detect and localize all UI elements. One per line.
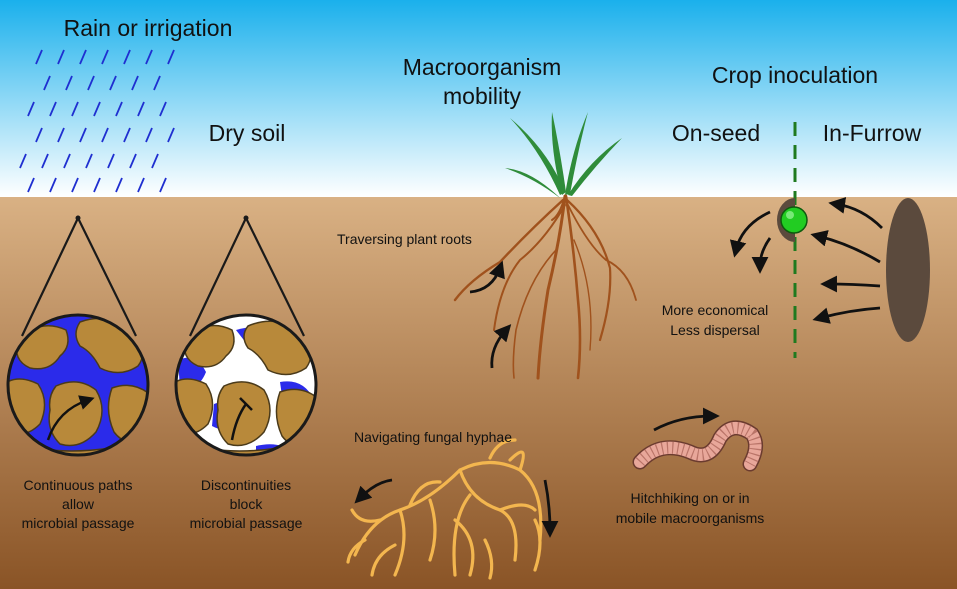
- rain-drop: [129, 153, 137, 169]
- hitchhiking-label-line2: mobile macroorganisms: [616, 510, 765, 526]
- rain-streaks: [19, 49, 175, 193]
- continuous-caption-line1: Continuous paths: [24, 477, 133, 493]
- rain-drop: [107, 153, 115, 169]
- rain-drop: [41, 153, 49, 169]
- traversing-roots-label: Traversing plant roots: [337, 231, 472, 247]
- sky-background: [0, 0, 957, 197]
- rain-drop: [151, 153, 159, 169]
- rain-title: Rain or irrigation: [64, 15, 233, 41]
- soil-aggregate: [34, 447, 113, 455]
- rain-drop: [159, 101, 167, 117]
- rain-drop: [19, 153, 27, 169]
- discontinuities-caption-line2: block: [230, 496, 264, 512]
- worm-fill: [634, 422, 762, 470]
- soil-background: [0, 197, 957, 589]
- rain-drop: [167, 127, 175, 143]
- magnifier-lens-left: [6, 313, 150, 457]
- dry-soil-title: Dry soil: [209, 120, 286, 146]
- rain-drop: [27, 177, 35, 193]
- rain-drop: [93, 101, 101, 117]
- discontinuities-caption-line3: microbial passage: [190, 515, 303, 531]
- root-system: [453, 194, 637, 380]
- rain-drop: [87, 75, 95, 91]
- economical-label-line2: Less dispersal: [670, 322, 760, 338]
- rain-drop: [137, 101, 145, 117]
- grass-leaves: [505, 112, 622, 198]
- crop-inoculation-title: Crop inoculation: [712, 62, 878, 88]
- in-furrow-band: [886, 198, 930, 342]
- rain-drop: [35, 127, 43, 143]
- rain-drop: [93, 177, 101, 193]
- rain-drop: [65, 75, 73, 91]
- blocked-path-indicator: [230, 397, 253, 441]
- rain-drop: [153, 75, 161, 91]
- rain-drop: [49, 101, 57, 117]
- rain-drop: [115, 101, 123, 117]
- rain-drop: [79, 49, 87, 65]
- rain-drop: [49, 177, 57, 193]
- in-furrow-arrow: [820, 275, 881, 293]
- hyphae-arrow: [541, 479, 559, 538]
- rain-drop: [167, 49, 175, 65]
- root-travel-arrow: [490, 324, 512, 369]
- rain-drop: [131, 75, 139, 91]
- rain-drop: [137, 177, 145, 193]
- microbe-path-arrow: [46, 395, 95, 441]
- root-travel-arrow: [469, 260, 505, 294]
- hyphae-arrow: [354, 478, 393, 504]
- rain-drop: [145, 127, 153, 143]
- economical-label-line1: More economical: [662, 302, 769, 318]
- hitchhiking-label-line1: Hitchhiking on or in: [630, 490, 749, 506]
- rain-drop: [57, 49, 65, 65]
- rain-drop: [27, 101, 35, 117]
- rain-drop: [115, 177, 123, 193]
- on-seed-label: On-seed: [672, 120, 760, 146]
- magnifier-cone-right: [189, 217, 305, 337]
- in-furrow-arrow: [828, 197, 883, 229]
- rain-drop: [71, 101, 79, 117]
- fungal-hyphae-label: Navigating fungal hyphae: [354, 429, 512, 445]
- soil-aggregate: [202, 447, 281, 455]
- inoculant-bead: [780, 206, 808, 234]
- rain-drop: [35, 49, 43, 65]
- magnifier-cone-left: [21, 217, 137, 337]
- rain-drop: [79, 127, 87, 143]
- rain-drop: [85, 153, 93, 169]
- discontinuities-caption-line1: Discontinuities: [201, 477, 291, 493]
- earthworm: [632, 420, 763, 472]
- rain-drop: [101, 49, 109, 65]
- on-seed-arrow: [751, 237, 772, 274]
- rain-drop: [101, 127, 109, 143]
- macroorganism-title-line1: Macroorganism: [403, 54, 562, 80]
- in-furrow-arrow: [810, 230, 881, 264]
- rain-drop: [109, 75, 117, 91]
- soil-aggregate: [216, 381, 271, 447]
- rain-drop: [123, 49, 131, 65]
- rain-drop: [145, 49, 153, 65]
- rain-drop: [159, 177, 167, 193]
- rain-drop: [43, 75, 51, 91]
- continuous-caption-line3: microbial passage: [22, 515, 135, 531]
- on-seed-arrow: [729, 210, 771, 258]
- rain-drop: [71, 177, 79, 193]
- plant-with-roots: [453, 112, 637, 380]
- continuous-caption-line2: allow: [62, 496, 95, 512]
- fungal-hyphae: [346, 438, 543, 580]
- magnifier-lens-right: [174, 313, 318, 457]
- rain-drop: [123, 127, 131, 143]
- in-furrow-label: In-Furrow: [823, 120, 922, 146]
- in-furrow-arrow: [812, 306, 881, 324]
- rain-drop: [63, 153, 71, 169]
- macroorganism-title-line2: mobility: [443, 83, 521, 109]
- worm-arrow: [653, 407, 720, 432]
- rain-drop: [57, 127, 65, 143]
